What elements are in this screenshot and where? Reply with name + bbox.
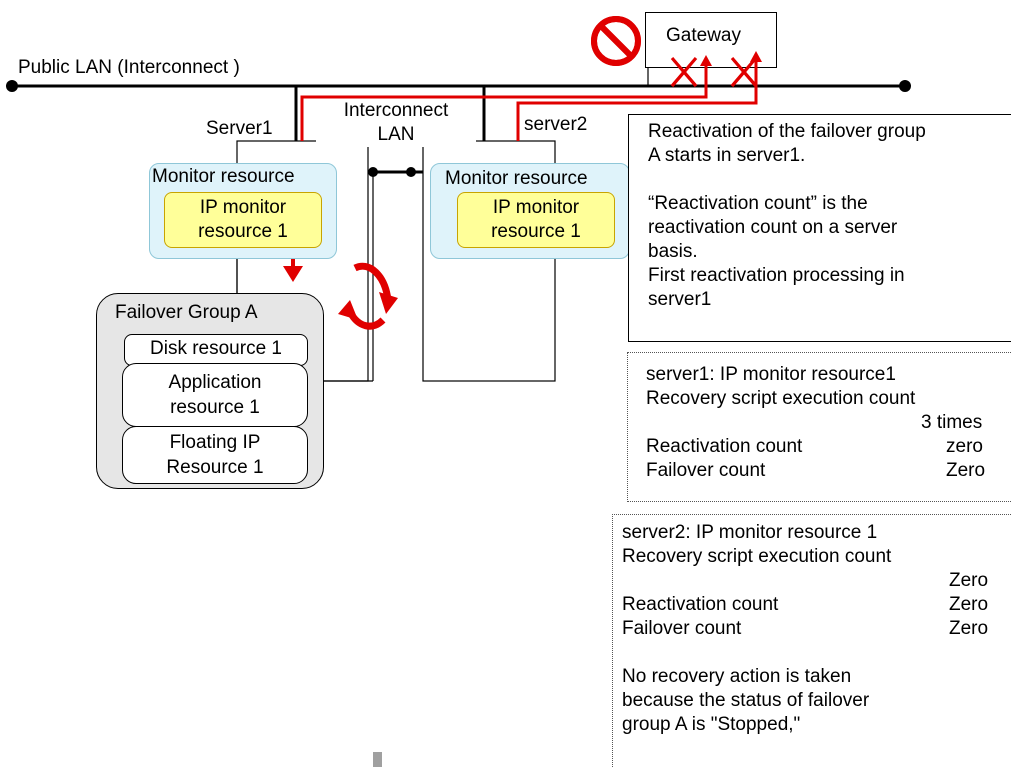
server2-counts-title: server2: IP monitor resource 1 bbox=[622, 522, 878, 543]
server1-ip-monitor: IP monitor resource 1 bbox=[164, 192, 322, 248]
server1-failover-value: Zero bbox=[946, 460, 986, 481]
server2-reactivation-label: Reactivation count bbox=[622, 594, 779, 615]
server2-monitor-resource: Monitor resource IP monitor resource 1 bbox=[430, 163, 630, 259]
server1-counts-note: server1: IP monitor resource1 Recovery s… bbox=[627, 352, 1011, 502]
public-lan-right-node bbox=[899, 80, 911, 92]
server1-recovery-value: 3 times bbox=[921, 412, 983, 433]
server2-reactivation-value: Zero bbox=[949, 594, 989, 615]
gateway-label: Gateway bbox=[666, 25, 741, 46]
public-lan-left-node bbox=[6, 80, 18, 92]
note-line: basis. bbox=[648, 241, 698, 262]
server2-failover-label: Failover count bbox=[622, 618, 742, 639]
server1-recovery-label: Recovery script execution count bbox=[646, 388, 916, 409]
server1-monitor-resource: Monitor resource IP monitor resource 1 bbox=[149, 163, 337, 259]
server2-failover-value: Zero bbox=[949, 618, 989, 639]
floating-ip-resource: Floating IP Resource 1 bbox=[122, 426, 308, 484]
note-line: reactivation count on a server bbox=[648, 217, 898, 238]
server1-reactivation-label: Reactivation count bbox=[646, 436, 803, 457]
server2-recovery-label: Recovery script execution count bbox=[622, 546, 892, 567]
reactivation-cycle-icon bbox=[338, 262, 398, 330]
server2-monitor-title: Monitor resource bbox=[445, 168, 588, 189]
server2-frame bbox=[422, 140, 556, 382]
server1-monitor-title: Monitor resource bbox=[152, 166, 295, 187]
note-line: “Reactivation count” is the bbox=[648, 193, 868, 214]
note-line: server1 bbox=[648, 289, 712, 310]
public-lan-label: Public LAN (Interconnect ) bbox=[18, 57, 240, 78]
server2-counts-note: server2: IP monitor resource 1 Recovery … bbox=[612, 514, 1011, 767]
server2-footer-line: group A is "Stopped," bbox=[622, 714, 801, 735]
server1-failover-label: Failover count bbox=[646, 460, 766, 481]
note-line: A starts in server1. bbox=[648, 145, 806, 166]
application-resource: Application resource 1 bbox=[122, 363, 308, 427]
server2-label: server2 bbox=[524, 114, 588, 135]
server2-footer-line: No recovery action is taken bbox=[622, 666, 852, 687]
note-line: First reactivation processing in bbox=[648, 265, 905, 286]
server1-counts-title: server1: IP monitor resource1 bbox=[646, 364, 896, 385]
interconnect-node-right bbox=[406, 167, 416, 177]
gray-marker bbox=[373, 752, 382, 767]
server2-ip-monitor: IP monitor resource 1 bbox=[457, 192, 615, 248]
note-line: Reactivation of the failover group bbox=[648, 121, 926, 142]
failover-group-title: Failover Group A bbox=[115, 302, 258, 323]
interconnect-lan-label: Interconnect LAN bbox=[316, 99, 476, 147]
server1-label: Server1 bbox=[206, 118, 273, 139]
failover-group-a: Failover Group A Disk resource 1 Applica… bbox=[96, 293, 324, 489]
server2-footer-line: because the status of failover bbox=[622, 690, 870, 711]
reactivation-note: Reactivation of the failover group A sta… bbox=[628, 114, 1011, 342]
disk-resource: Disk resource 1 bbox=[124, 334, 308, 366]
server2-recovery-value: Zero bbox=[949, 570, 989, 591]
server1-reactivation-value: zero bbox=[946, 436, 983, 457]
